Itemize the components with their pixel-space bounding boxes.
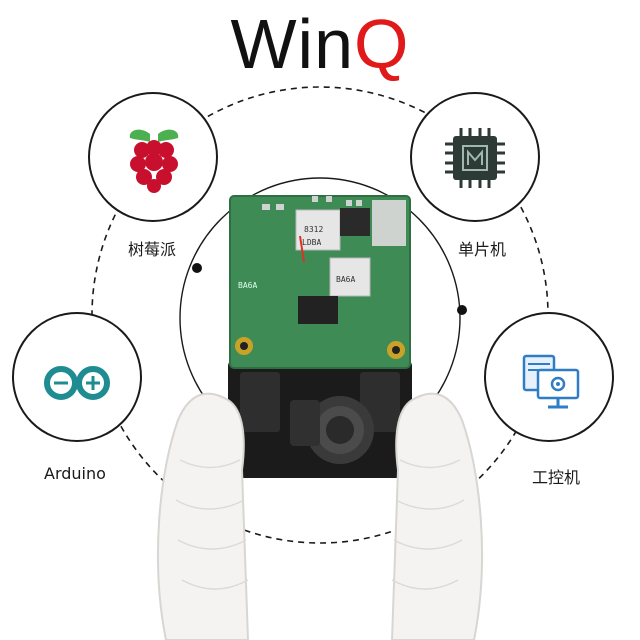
sensor-housing [228,360,412,478]
label-arduino: Arduino [44,464,106,483]
svg-text:8312: 8312 [304,225,323,234]
label-microcontroller: 单片机 [458,240,507,259]
svg-text:LDBA: LDBA [302,238,321,247]
label-raspberry-pi: 树莓派 [128,240,177,259]
pcb-board: LDBA 8312 BA6A BA6A [229,195,411,369]
ring-dot-left [192,263,202,273]
ring-dot-right [457,305,467,315]
brand-n: n [314,5,355,83]
label-industrial-pc: 工控机 [532,468,581,487]
brand-wi: Wi [230,5,315,83]
brand-logo: WinQ [0,4,640,84]
gloved-hands [157,392,483,640]
brand-q: Q [354,5,410,83]
svg-text:BA6A: BA6A [238,281,257,290]
svg-text:BA6A: BA6A [336,275,355,284]
node-arduino [12,312,142,442]
